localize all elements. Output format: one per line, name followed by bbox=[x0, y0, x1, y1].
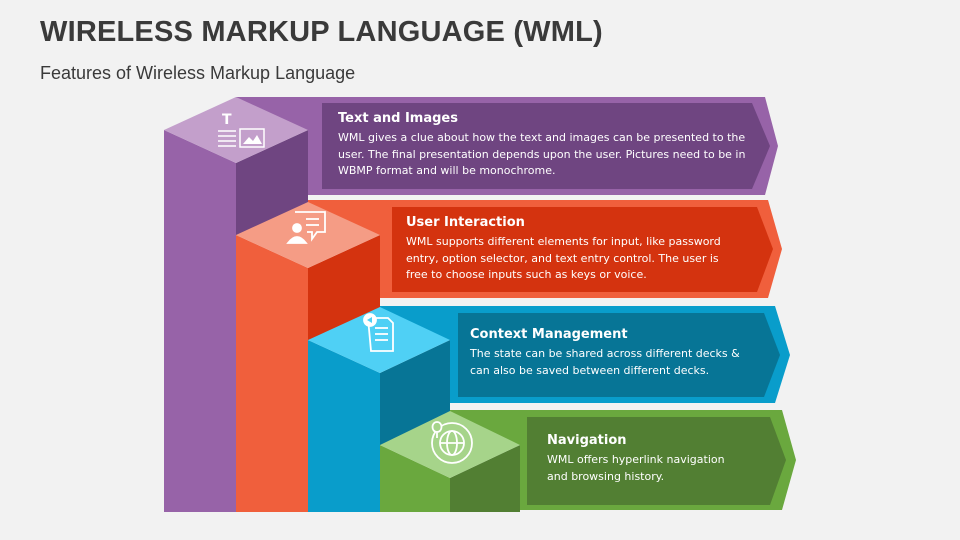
feature-card-navigation: Navigation WML offers hyperlink navigati… bbox=[547, 433, 747, 485]
step-column-green bbox=[380, 411, 520, 512]
feature-card-user-interaction: User Interaction WML supports different … bbox=[406, 215, 741, 284]
globe-pin-icon bbox=[431, 421, 473, 464]
banner-context-management bbox=[380, 306, 790, 403]
banner-navigation bbox=[450, 410, 796, 510]
banner-text-and-images bbox=[236, 97, 778, 195]
step-column-orange bbox=[236, 202, 380, 512]
document-icon bbox=[363, 313, 394, 352]
feature-body: WML gives a clue about how the text and … bbox=[338, 131, 746, 177]
feature-heading: Navigation bbox=[547, 433, 627, 448]
feature-heading: Context Management bbox=[470, 327, 628, 342]
user-chat-icon bbox=[286, 211, 326, 244]
feature-heading: Text and Images bbox=[338, 111, 458, 126]
text-image-icon: T bbox=[218, 112, 265, 148]
page-subtitle: Features of Wireless Markup Language bbox=[40, 63, 356, 83]
feature-card-context-management: Context Management The state can be shar… bbox=[470, 327, 745, 379]
svg-text:T: T bbox=[222, 112, 232, 128]
page-title: WIRELESS MARKUP LANGUAGE (WML) bbox=[40, 16, 603, 48]
feature-body: WML offers hyperlink navigation and brow… bbox=[547, 453, 725, 483]
feature-body: WML supports different elements for inpu… bbox=[406, 235, 721, 281]
feature-body: The state can be shared across different… bbox=[470, 347, 740, 377]
banner-user-interaction bbox=[308, 200, 782, 298]
feature-heading: User Interaction bbox=[406, 215, 525, 230]
step-column-purple bbox=[164, 97, 308, 512]
feature-card-text-and-images: Text and Images WML gives a clue about h… bbox=[338, 111, 748, 180]
